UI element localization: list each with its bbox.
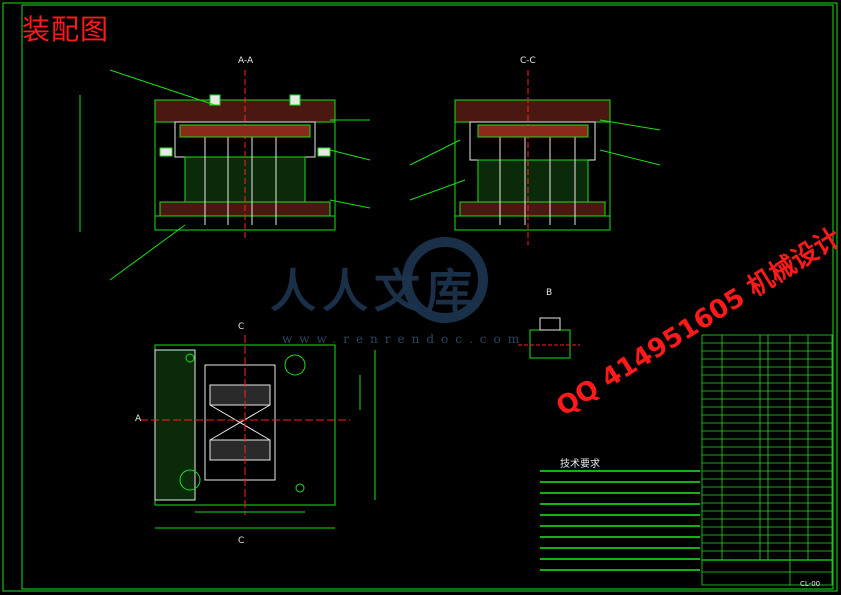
parts-list (701, 334, 833, 586)
watermark-brand: 人人文库 (270, 264, 478, 318)
section-cc-view (409, 70, 661, 245)
plan-view-top-label: C (238, 322, 245, 332)
detail-b-label: B (546, 288, 553, 298)
drawing-number: CL-00 (800, 580, 821, 588)
drawing-title: 装配图 (22, 13, 110, 46)
tech-requirements-title: 技术要求 (560, 459, 600, 470)
plan-view-bottom-label: C (238, 536, 245, 546)
tech-requirements-lines (540, 470, 700, 580)
inner-border (21, 4, 834, 590)
detail-b-view (518, 317, 580, 359)
plan-view (140, 335, 376, 529)
plan-view-left-label: A (135, 414, 142, 424)
section-aa-label: A-A (238, 56, 254, 66)
watermark-emblem-icon (402, 237, 488, 323)
section-aa-view (79, 69, 371, 281)
watermark-url: www.renrendoc.com (282, 332, 527, 346)
section-cc-label: C-C (520, 56, 536, 66)
